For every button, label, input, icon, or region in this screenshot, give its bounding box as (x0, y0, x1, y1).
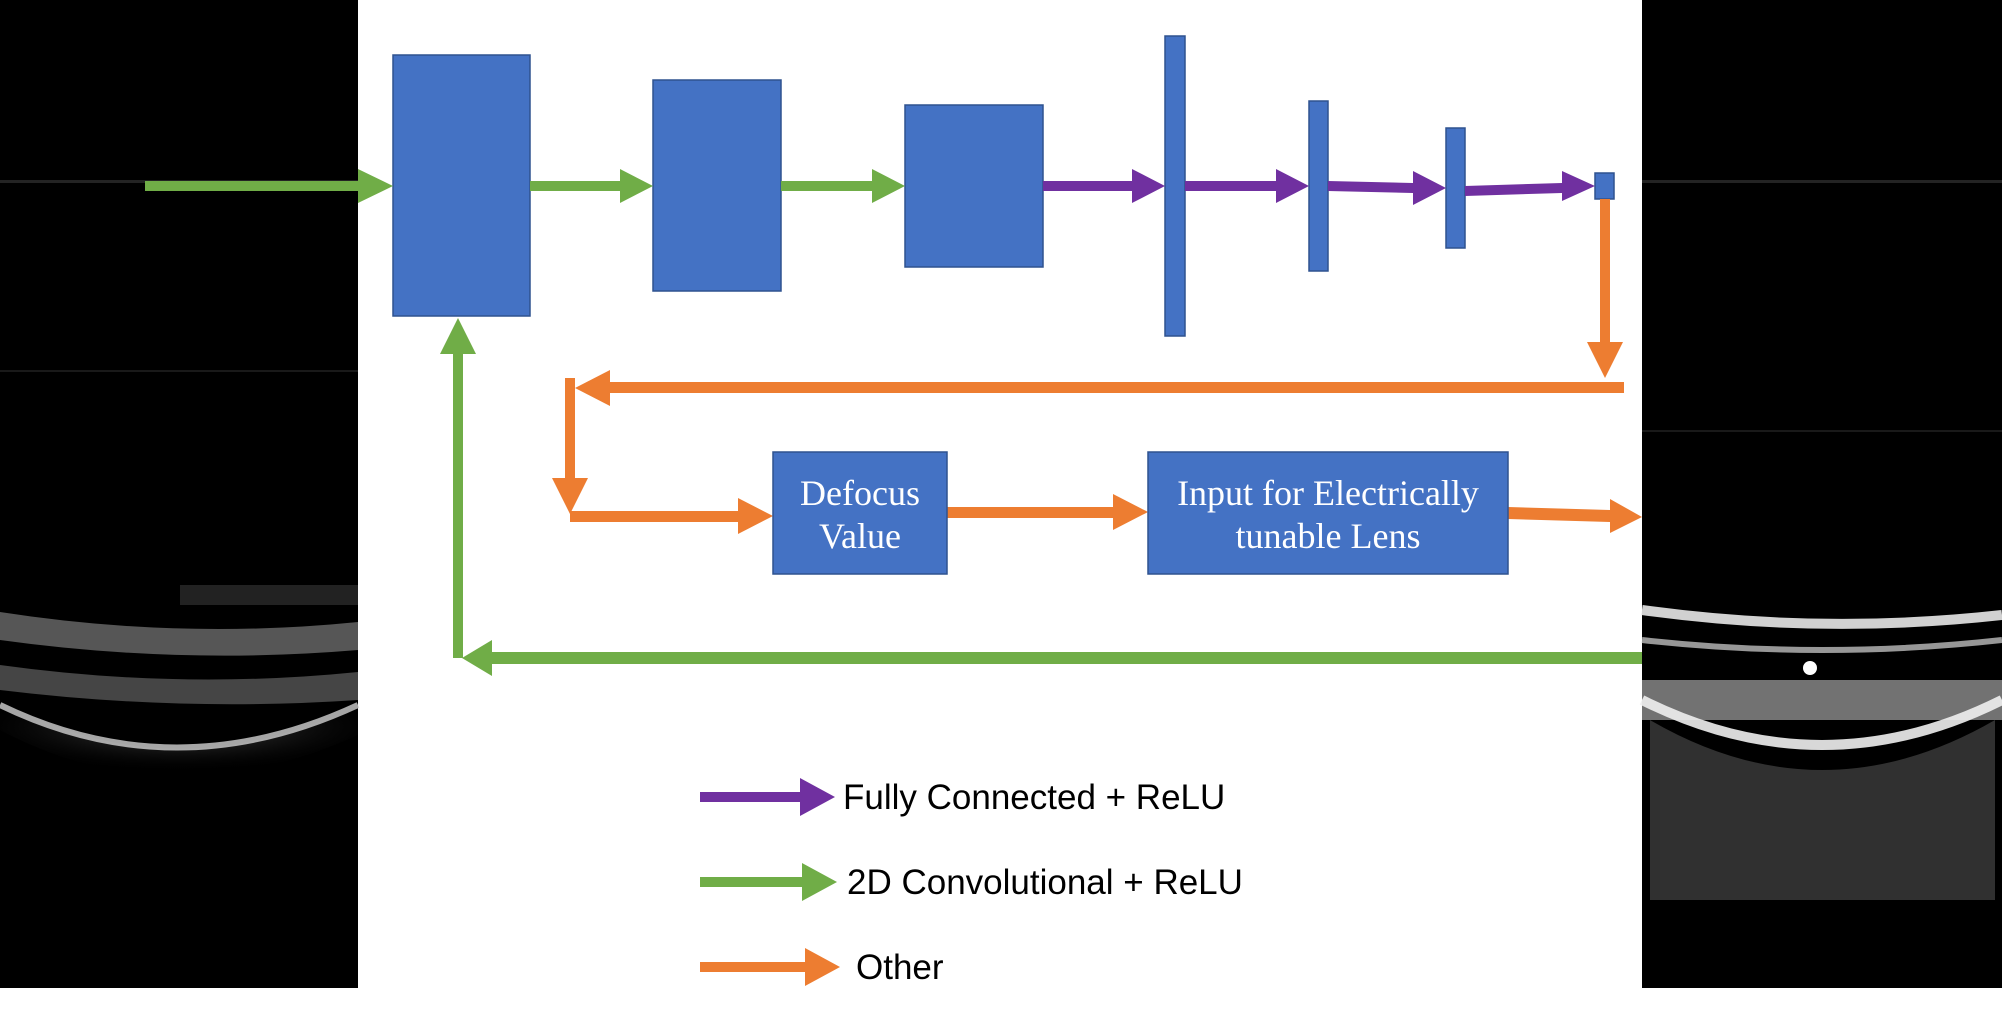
left-scan-noise-line (0, 370, 358, 372)
left-scan-layer (180, 585, 358, 605)
right-scan-noise-line (1642, 180, 2002, 183)
orange-left-down-head (552, 478, 588, 514)
legend-green-label: 2D Convolutional + ReLU (847, 863, 1243, 902)
purple-arrow-4 (1465, 171, 1595, 201)
left-scan-background (0, 0, 358, 988)
green-feedback-head (462, 640, 492, 676)
lens-label-line2: tunable Lens (1236, 516, 1421, 556)
legend-orange-arrow (700, 948, 840, 986)
defocus-box-rect (772, 451, 948, 575)
left-scan-image (0, 0, 360, 988)
orange-to-output-arrow (1508, 499, 1642, 533)
fc-layer-2 (1308, 100, 1329, 272)
conv-block-2 (652, 79, 782, 292)
fc-layer-1 (1164, 35, 1186, 337)
green-feedback-line (492, 652, 1642, 664)
conv-arrows (145, 169, 1642, 676)
orange-return-line (608, 382, 1624, 393)
defocus-label-line1: Defocus (800, 473, 920, 513)
orange-to-defocus-line (570, 511, 740, 522)
left-scan-layer (0, 612, 358, 656)
other-arrows (552, 199, 1642, 534)
right-scan-image (1639, 0, 2002, 988)
green-feedback-vertical (453, 352, 463, 658)
legend-orange-label: Other (856, 948, 944, 987)
orange-down-line (1600, 199, 1610, 344)
legend-purple-arrow (700, 778, 835, 816)
orange-to-defocus-head (738, 498, 773, 534)
lens-box-rect (1147, 451, 1509, 575)
fc-layer-3 (1445, 127, 1466, 249)
lens-label-line1: Input for Electrically (1177, 473, 1479, 513)
conv-block-3 (904, 104, 1044, 268)
defocus-label-line2: Value (819, 516, 901, 556)
green-arrow-1 (530, 169, 653, 203)
defocus-value-box: Defocus Value (772, 451, 948, 575)
lens-input-box: Input for Electrically tunable Lens (1147, 451, 1509, 575)
orange-return-head (575, 370, 610, 406)
purple-arrow-2 (1185, 169, 1309, 203)
right-scan-layer (1641, 605, 2002, 629)
legend: Fully Connected + ReLU 2D Convolutional … (700, 778, 1243, 987)
orange-left-down-line (565, 378, 575, 480)
orange-to-lens-head (1113, 494, 1148, 530)
right-scan-spot (1803, 661, 1817, 675)
orange-to-lens-line (947, 507, 1115, 518)
legend-green-arrow (700, 863, 837, 901)
right-scan-layer (1642, 680, 2002, 720)
output-node (1594, 172, 1615, 200)
green-arrow-2 (781, 169, 905, 203)
right-scan-noise-line (1642, 430, 2002, 432)
purple-arrow-1 (1043, 169, 1165, 203)
left-scan-curve (0, 702, 360, 751)
network-blocks (392, 35, 1615, 337)
right-scan-background (1642, 0, 2002, 988)
right-scan-layer (1641, 637, 2002, 653)
right-scan-curve (1639, 695, 2002, 750)
fc-arrows (1043, 169, 1595, 205)
left-scan-layer (0, 665, 358, 705)
left-scan-haze (0, 700, 358, 777)
legend-purple-label: Fully Connected + ReLU (843, 778, 1225, 817)
orange-down-head (1587, 342, 1623, 378)
green-feedback-up-head (440, 318, 476, 354)
green-arrow-input (145, 169, 393, 203)
right-scan-haze (1650, 720, 1995, 900)
conv-block-1 (392, 54, 531, 317)
purple-arrow-3 (1328, 171, 1446, 205)
